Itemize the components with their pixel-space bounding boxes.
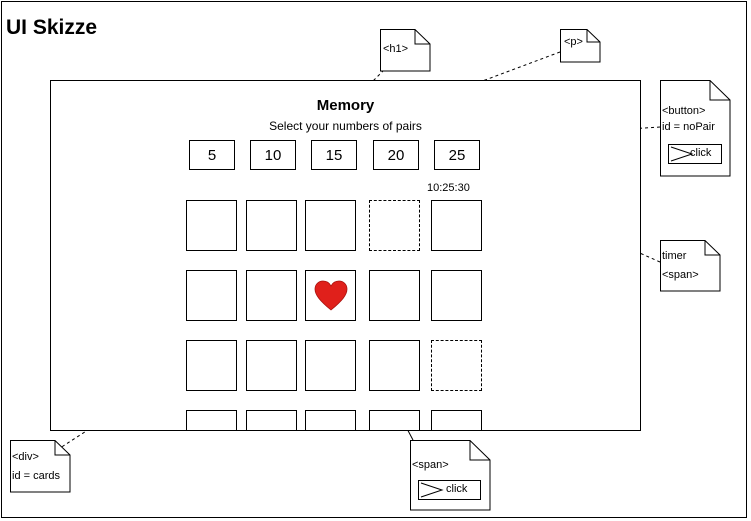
pairs-10-button[interactable]: 10 bbox=[250, 140, 296, 170]
memory-card[interactable] bbox=[369, 270, 420, 321]
memory-card[interactable] bbox=[305, 270, 356, 321]
app-frame: Memory Select your numbers of pairs 5 10… bbox=[50, 80, 641, 431]
memory-card[interactable] bbox=[305, 200, 356, 251]
note-div-line1: <div> bbox=[12, 451, 39, 463]
memory-card[interactable] bbox=[186, 200, 237, 251]
note-timer: timer <span> bbox=[660, 240, 721, 292]
memory-card[interactable] bbox=[431, 410, 482, 430]
timer: 10:25:30 bbox=[427, 182, 470, 194]
note-p: <p> bbox=[560, 29, 601, 63]
click-shape bbox=[418, 480, 481, 500]
pairs-5-button[interactable]: 5 bbox=[189, 140, 235, 170]
click-shape bbox=[668, 144, 722, 164]
note-shape bbox=[10, 440, 71, 493]
note-button-click-control: click bbox=[668, 144, 728, 164]
card-empty-slot bbox=[369, 200, 420, 251]
memory-card[interactable] bbox=[246, 410, 297, 430]
note-button-click-label: click bbox=[690, 147, 712, 159]
app-heading: Memory bbox=[316, 97, 375, 114]
memory-card[interactable] bbox=[369, 410, 420, 430]
note-timer-line2: <span> bbox=[662, 269, 699, 281]
memory-card[interactable] bbox=[246, 340, 297, 391]
pairs-25-button[interactable]: 25 bbox=[434, 140, 480, 170]
note-span: <span> click bbox=[410, 440, 491, 511]
memory-card[interactable] bbox=[431, 270, 482, 321]
memory-card[interactable] bbox=[305, 410, 356, 430]
note-h1: <h1> bbox=[380, 29, 431, 72]
memory-card[interactable] bbox=[186, 270, 237, 321]
memory-card[interactable] bbox=[431, 200, 482, 251]
note-timer-line1: timer bbox=[662, 250, 687, 262]
note-h1-text: <h1> bbox=[383, 43, 409, 55]
app-subtitle: Select your numbers of pairs bbox=[269, 119, 422, 133]
note-p-text: <p> bbox=[564, 36, 583, 48]
heart-icon bbox=[314, 280, 347, 311]
note-shape bbox=[560, 29, 601, 63]
note-shape bbox=[660, 240, 721, 292]
pairs-15-button[interactable]: 15 bbox=[311, 140, 357, 170]
note-button: <button> id = noPair click bbox=[660, 80, 731, 177]
note-span-line1: <span> bbox=[412, 459, 449, 471]
memory-card[interactable] bbox=[369, 340, 420, 391]
note-button-line2: id = noPair bbox=[662, 121, 715, 133]
memory-card[interactable] bbox=[305, 340, 356, 391]
memory-card[interactable] bbox=[246, 270, 297, 321]
pairs-20-button[interactable]: 20 bbox=[373, 140, 419, 170]
memory-card[interactable] bbox=[186, 340, 237, 391]
note-span-click-control: click bbox=[418, 480, 481, 500]
note-div: <div> id = cards bbox=[10, 440, 71, 493]
note-shape bbox=[380, 29, 431, 72]
memory-card[interactable] bbox=[246, 200, 297, 251]
note-div-line2: id = cards bbox=[12, 470, 60, 482]
note-span-click-label: click bbox=[446, 483, 468, 495]
memory-card[interactable] bbox=[186, 410, 237, 430]
page-title: UI Skizze bbox=[6, 16, 98, 39]
card-empty-slot bbox=[431, 340, 482, 391]
note-button-line1: <button> bbox=[662, 105, 706, 117]
